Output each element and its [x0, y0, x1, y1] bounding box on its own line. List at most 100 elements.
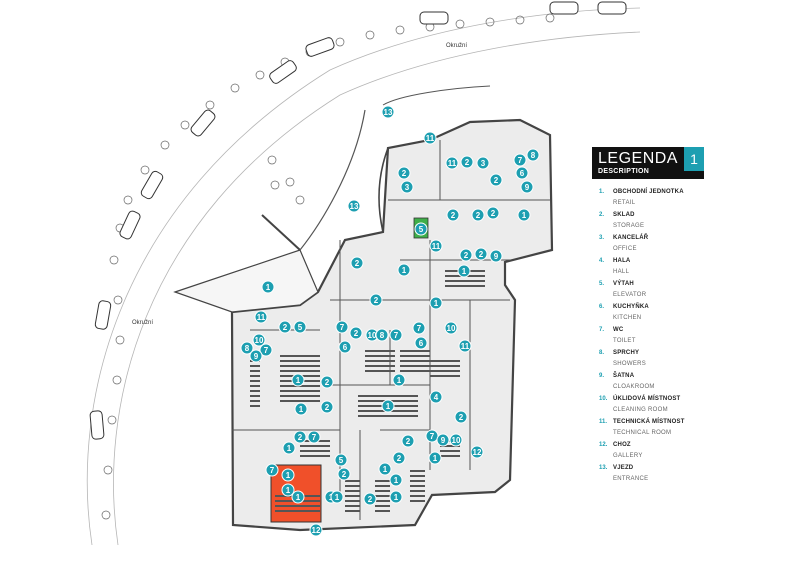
room-marker[interactable]: 1 — [378, 462, 392, 476]
room-marker[interactable]: 2 — [293, 430, 307, 444]
room-marker[interactable]: 2 — [474, 247, 488, 261]
room-marker[interactable]: 7 — [412, 321, 426, 335]
room-marker[interactable]: 1 — [392, 373, 406, 387]
room-marker[interactable]: 8 — [375, 328, 389, 342]
room-marker[interactable]: 11 — [429, 239, 443, 253]
room-marker-circle — [389, 473, 403, 487]
room-marker-label: 2 — [491, 209, 496, 218]
room-marker[interactable]: 9 — [436, 433, 450, 447]
room-marker-label: 5 — [298, 323, 303, 332]
room-marker[interactable]: 2 — [349, 326, 363, 340]
room-marker[interactable]: 2 — [397, 166, 411, 180]
room-marker[interactable]: 2 — [486, 206, 500, 220]
room-marker[interactable]: 2 — [471, 208, 485, 222]
room-marker-label: 10 — [452, 436, 461, 445]
room-marker[interactable]: 10 — [365, 328, 379, 342]
room-marker[interactable]: 1 — [517, 208, 531, 222]
car-icon — [549, 1, 579, 15]
room-marker[interactable]: 1 — [397, 263, 411, 277]
legend-item-number: 8. — [599, 350, 605, 356]
room-marker[interactable]: 1 — [457, 264, 471, 278]
tree-icon — [107, 415, 117, 425]
room-marker[interactable]: 11 — [254, 310, 268, 324]
room-marker-circle — [381, 399, 395, 413]
room-marker[interactable]: 10 — [449, 433, 463, 447]
legend-item-label: HALA — [613, 258, 631, 264]
room-marker[interactable]: 6 — [338, 340, 352, 354]
room-marker[interactable]: 2 — [489, 173, 503, 187]
room-marker[interactable]: 2 — [363, 492, 377, 506]
room-marker[interactable]: 7 — [425, 429, 439, 443]
room-marker-label: 5 — [419, 225, 424, 234]
room-marker[interactable]: 2 — [337, 467, 351, 481]
legend-item-description: RETAIL — [613, 200, 636, 206]
room-marker[interactable]: 10 — [444, 321, 458, 335]
shelf-fixture — [280, 370, 320, 372]
room-marker[interactable]: 2 — [460, 155, 474, 169]
room-marker[interactable]: 9 — [249, 349, 263, 363]
room-marker[interactable]: 13 — [381, 105, 395, 119]
room-marker[interactable]: 1 — [330, 490, 344, 504]
room-marker[interactable]: 2 — [459, 248, 473, 262]
room-marker[interactable]: 7 — [335, 320, 349, 334]
room-marker[interactable]: 3 — [400, 180, 414, 194]
room-marker-circle — [281, 483, 295, 497]
room-marker[interactable]: 2 — [369, 293, 383, 307]
room-marker[interactable]: 11 — [445, 156, 459, 170]
room-marker[interactable]: 7 — [307, 430, 321, 444]
room-marker-circle — [363, 492, 377, 506]
room-marker-label: 2 — [451, 211, 456, 220]
room-marker[interactable]: 11 — [423, 131, 437, 145]
legend-item-label: SKLAD — [613, 212, 635, 218]
room-marker[interactable]: 2 — [392, 451, 406, 465]
room-marker[interactable]: 2 — [278, 320, 292, 334]
room-marker[interactable]: 1 — [291, 490, 305, 504]
shelf-fixture — [400, 355, 430, 357]
room-marker-circle — [460, 155, 474, 169]
shelf-fixture — [430, 365, 460, 367]
room-marker[interactable]: 2 — [320, 400, 334, 414]
room-marker[interactable]: 4 — [429, 390, 443, 404]
room-marker[interactable]: 1 — [429, 296, 443, 310]
room-marker[interactable]: 7 — [259, 343, 273, 357]
room-marker[interactable]: 9 — [489, 249, 503, 263]
room-marker[interactable]: 9 — [520, 180, 534, 194]
room-marker[interactable]: 3 — [476, 156, 490, 170]
room-marker[interactable]: 2 — [320, 375, 334, 389]
room-marker[interactable]: 1 — [261, 280, 275, 294]
room-marker[interactable]: 2 — [350, 256, 364, 270]
legend-item-number: 4. — [599, 258, 605, 264]
room-marker[interactable]: 11 — [458, 339, 472, 353]
room-marker[interactable]: 1 — [428, 451, 442, 465]
room-marker[interactable]: 2 — [454, 410, 468, 424]
room-marker[interactable]: 12 — [470, 445, 484, 459]
room-marker[interactable]: 5 — [334, 453, 348, 467]
room-marker[interactable]: 6 — [515, 166, 529, 180]
room-marker[interactable]: 12 — [309, 523, 323, 537]
room-marker[interactable]: 6 — [414, 336, 428, 350]
room-marker[interactable]: 8 — [526, 148, 540, 162]
room-marker[interactable]: 1 — [389, 490, 403, 504]
room-marker[interactable]: 1 — [294, 402, 308, 416]
room-marker[interactable]: 10 — [252, 333, 266, 347]
room-marker[interactable]: 2 — [446, 208, 460, 222]
room-marker[interactable]: 1 — [389, 473, 403, 487]
legend-item-label: VJEZD — [613, 465, 634, 471]
room-marker-circle — [334, 453, 348, 467]
room-marker[interactable]: 8 — [240, 341, 254, 355]
room-marker[interactable]: 5 — [414, 222, 428, 236]
room-marker[interactable]: 7 — [513, 153, 527, 167]
room-marker[interactable]: 1 — [381, 399, 395, 413]
room-marker[interactable]: 1 — [281, 468, 295, 482]
room-marker[interactable]: 1 — [281, 483, 295, 497]
room-marker[interactable]: 2 — [401, 434, 415, 448]
room-marker[interactable]: 1 — [291, 373, 305, 387]
room-marker[interactable]: 1 — [282, 441, 296, 455]
shelf-fixture — [410, 485, 425, 487]
room-marker[interactable]: 5 — [293, 320, 307, 334]
shelf-fixture — [250, 365, 260, 367]
room-marker[interactable]: 7 — [265, 463, 279, 477]
room-marker[interactable]: 13 — [347, 199, 361, 213]
room-marker[interactable]: 7 — [389, 328, 403, 342]
